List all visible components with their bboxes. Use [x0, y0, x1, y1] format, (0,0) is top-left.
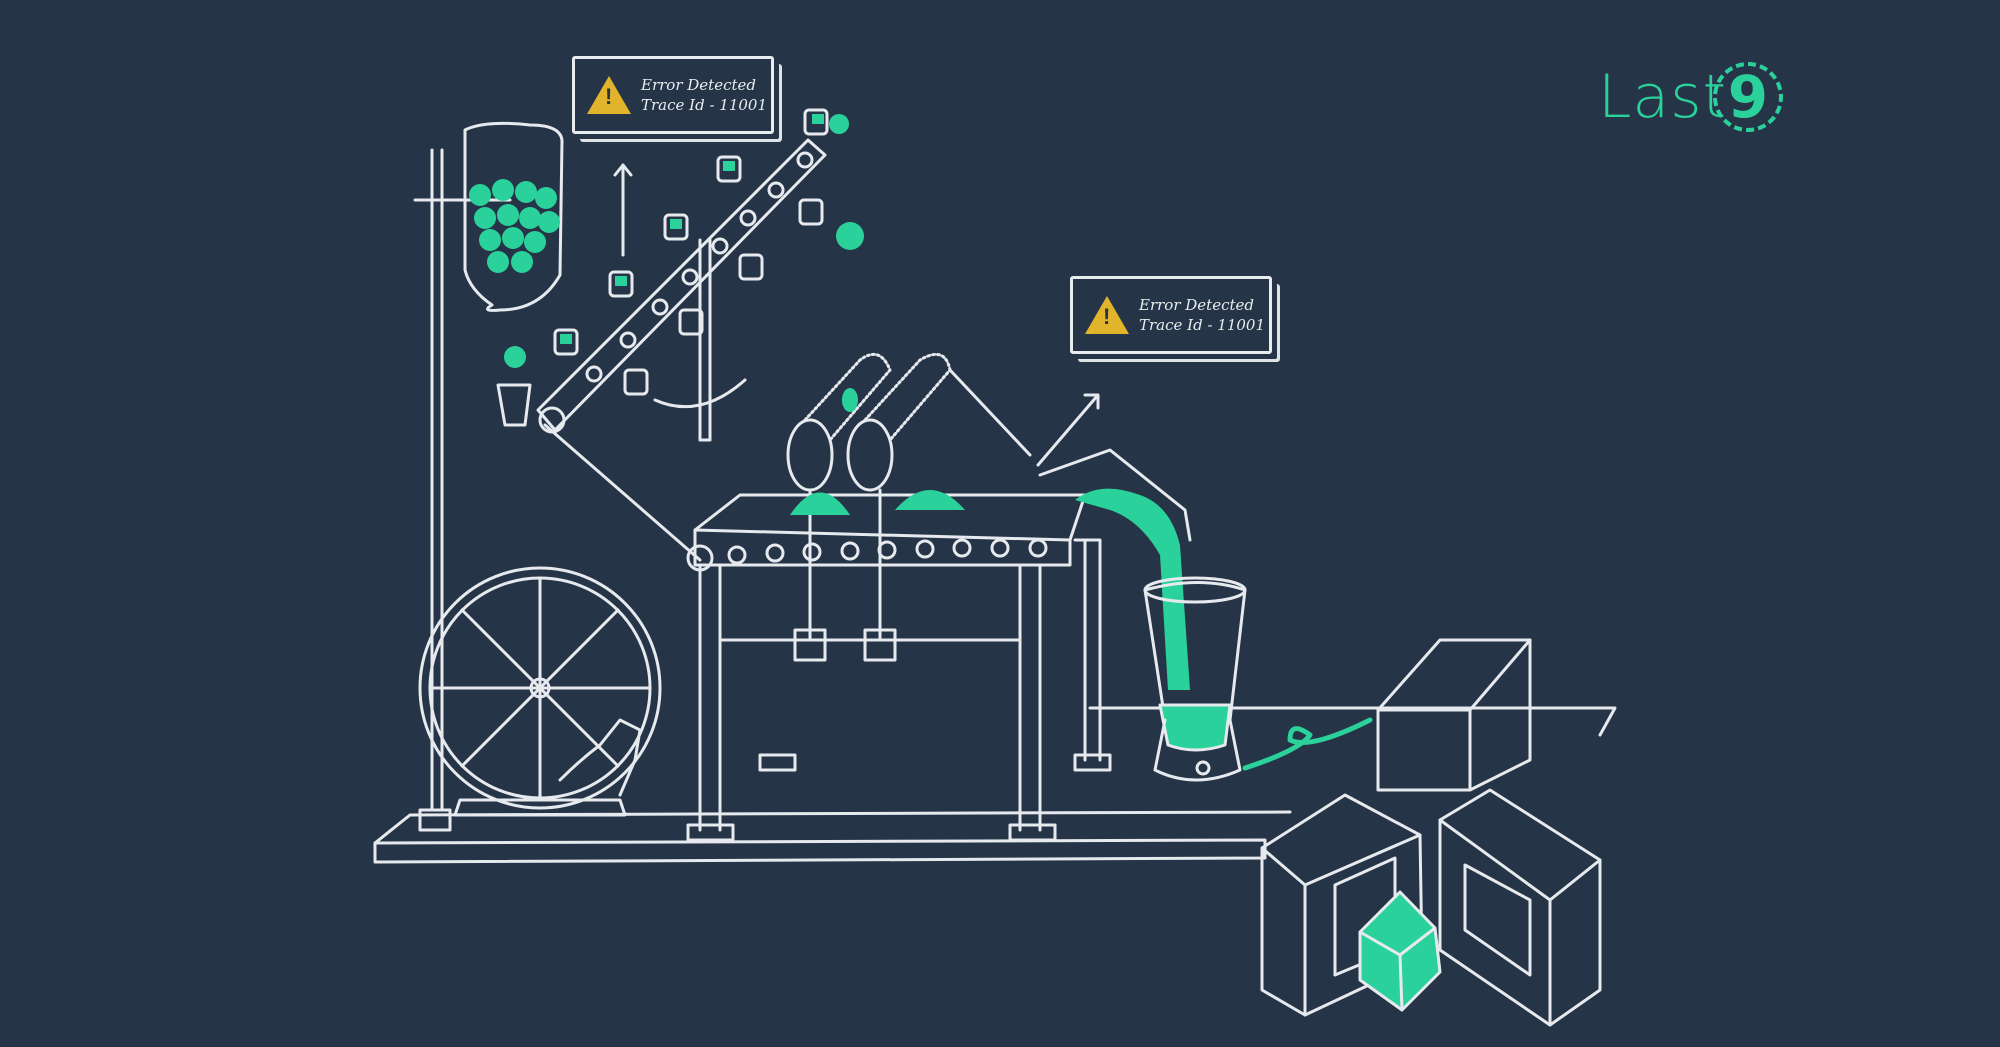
alert-2-title: Error Detected — [1139, 296, 1254, 314]
logo-digit-circle: 9 — [1712, 62, 1783, 132]
arrow-diagonal — [1036, 393, 1100, 467]
logo-text: Last — [1598, 62, 1727, 132]
green-paste — [790, 388, 1190, 690]
blender — [1143, 576, 1373, 782]
error-alert-1: ! Error Detected Trace Id - 11001 — [572, 56, 774, 134]
hamster — [558, 718, 642, 797]
warning-triangle-icon: ! — [1085, 296, 1129, 334]
error-alert-2: ! Error Detected Trace Id - 11001 — [1070, 276, 1272, 354]
arrow-up — [613, 163, 633, 257]
bucket-conveyor — [536, 108, 829, 572]
alert-2-trace: Trace Id - 11001 — [1139, 316, 1266, 334]
cup — [496, 383, 532, 427]
base-platform — [373, 706, 1617, 864]
alert-1-trace: Trace Id - 11001 — [641, 96, 768, 114]
last9-logo: Last 9 — [1598, 62, 1783, 132]
hamster-wheel — [418, 566, 662, 817]
chute — [1038, 448, 1192, 542]
conveyor-belt — [686, 493, 1112, 842]
ball-hopper — [463, 114, 864, 368]
output-boxes — [1260, 638, 1602, 1027]
alert-1-title: Error Detected — [641, 76, 756, 94]
roller-brushes — [786, 352, 1032, 662]
warning-triangle-icon: ! — [587, 76, 631, 114]
